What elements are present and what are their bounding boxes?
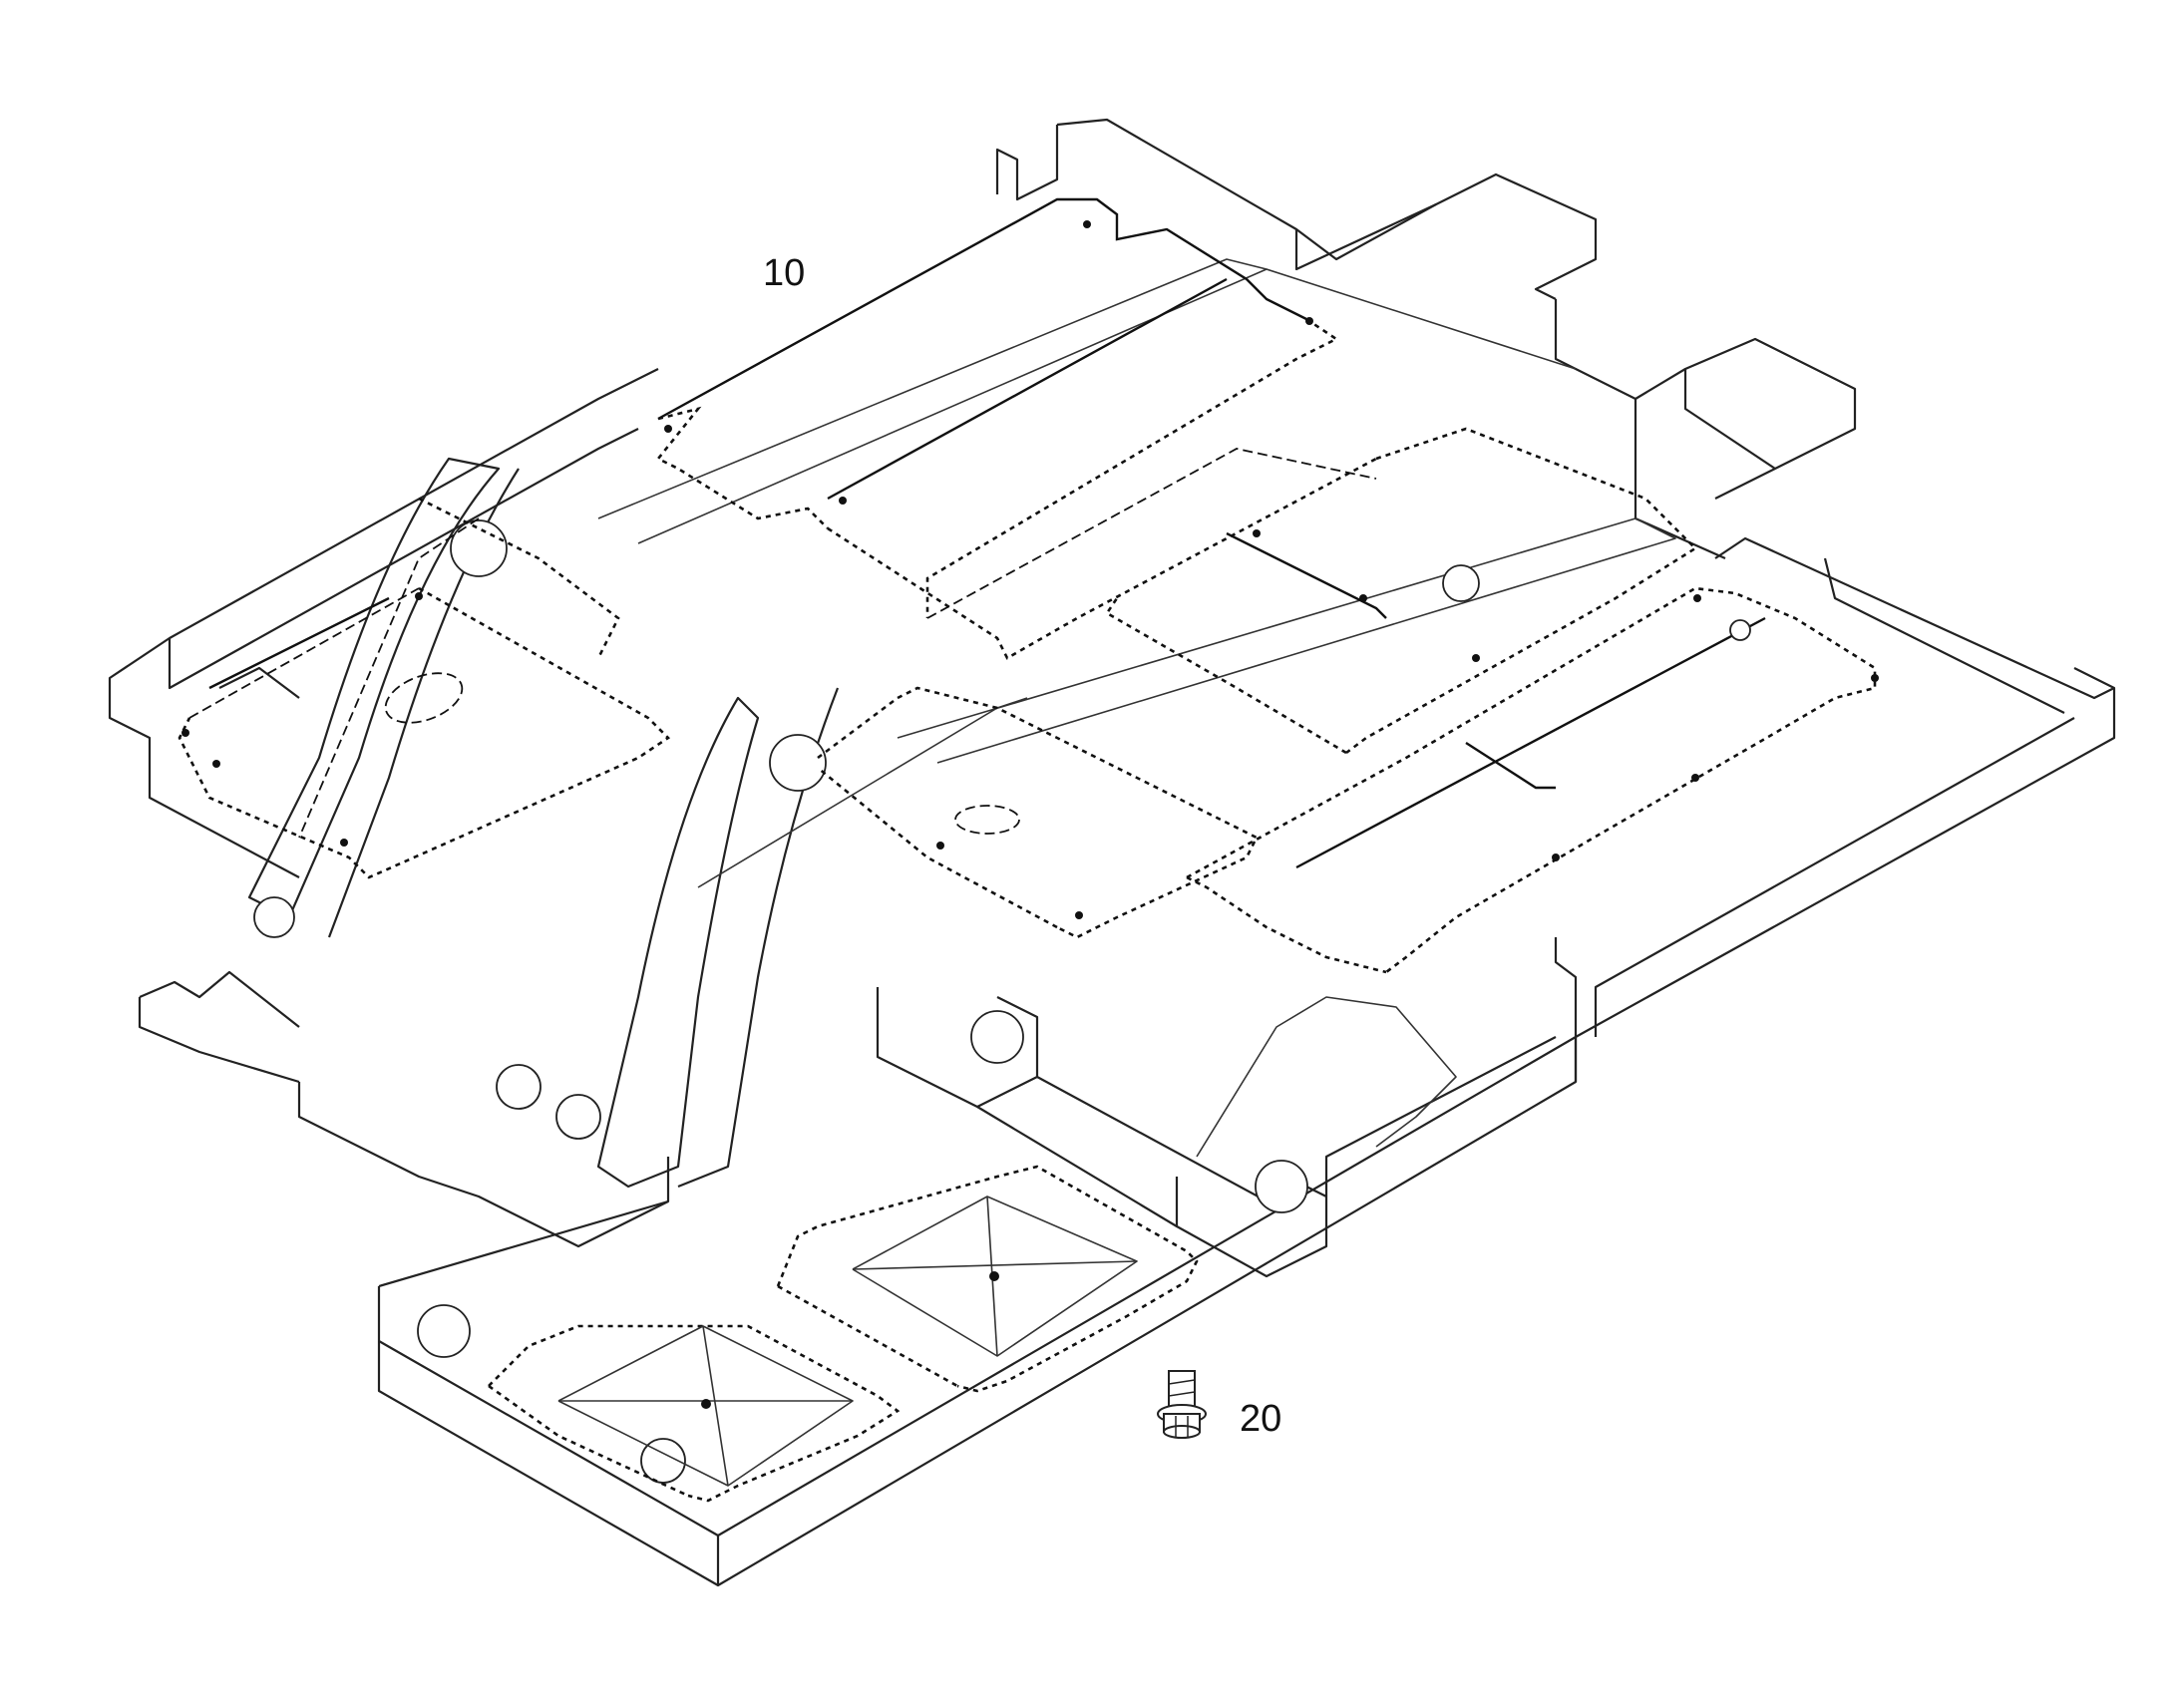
- center-cover-plate: [817, 686, 1259, 939]
- rear-access-panel: [488, 1324, 901, 1503]
- cover-plate-10: [655, 197, 1698, 755]
- upper-frame-outline: [108, 118, 2116, 1587]
- flange-bolt-icon: [1157, 1370, 1207, 1439]
- left-cover-plate: [178, 497, 671, 879]
- callout-part-10: 10: [763, 252, 805, 294]
- front-access-panel: [776, 1165, 1199, 1393]
- right-deck-cover: [1186, 586, 1879, 974]
- callout-part-20: 20: [1240, 1398, 1281, 1440]
